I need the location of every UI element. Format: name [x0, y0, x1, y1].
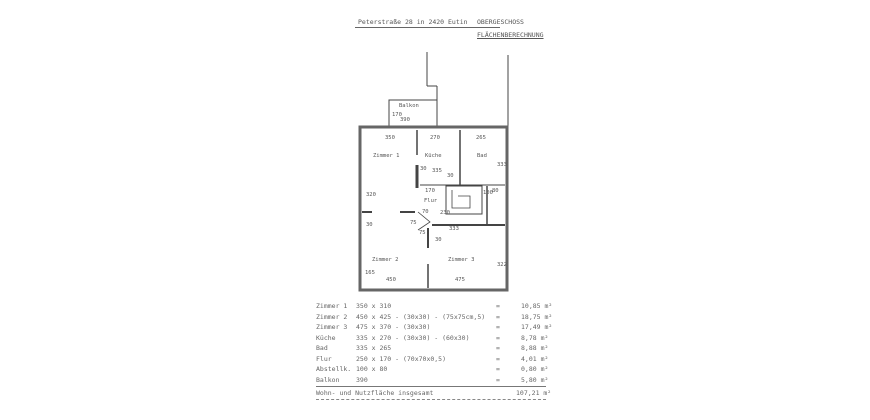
dim: 350 [385, 135, 395, 141]
table-row: Küche 335 x 270 - (30x30) - (60x30) = 8,78 … [316, 333, 549, 344]
row-calc: 250 x 170 - (70x70x0,5) [356, 354, 447, 363]
dim: 30 [420, 166, 427, 172]
row-name: Zimmer 1 [316, 302, 348, 310]
row-calc: 335 x 270 - (30x30) - (60x30) [356, 333, 470, 342]
dim: 30 [447, 173, 454, 179]
row-area: 10,85 m² [521, 302, 553, 310]
table-row: Zimmer 3 475 x 370 - (30x30) = 17,49 m² [316, 323, 552, 333]
row-name: Küche [316, 333, 336, 342]
row-calc: 475 x 370 - (30x30) [356, 323, 431, 331]
row-name: Flur [316, 354, 332, 363]
room-zimmer2: Zimmer 2 [372, 257, 399, 263]
total-label: Wohn- und Nutzfläche insgesamt [316, 389, 434, 397]
total-rule [316, 386, 546, 387]
table-row: Balkon 390 = 5,80 m² [316, 375, 549, 386]
row-calc: 335 x 265 [356, 344, 392, 352]
dim: 333 [449, 226, 459, 232]
row-calc: 450 x 425 - (30x30) - (75x75cm,5) [356, 312, 486, 321]
row-eq: = [496, 365, 500, 373]
row-name: Balkon [316, 375, 340, 384]
room-bad: Bad [477, 153, 487, 159]
row-area: 0,80 m² [521, 365, 549, 373]
row-area: 18,75 m² [521, 312, 553, 321]
row-name: Zimmer 2 [316, 312, 348, 321]
table-row: Flur 250 x 170 - (70x70x0,5) = 4,01 m² [316, 354, 549, 365]
row-calc: 350 x 310 [356, 302, 392, 310]
table-row: Abstellk. 100 x 80 = 0,80 m² [316, 365, 549, 375]
dim: 320 [366, 192, 376, 198]
dim: 75 [419, 230, 426, 236]
row-name: Bad [316, 344, 328, 352]
dim: 265 [476, 135, 486, 141]
row-eq: = [496, 344, 500, 352]
dim: 30 [366, 222, 373, 228]
dim: 165 [365, 270, 375, 276]
dim: 100 [483, 190, 493, 196]
room-flur: Flur [424, 198, 438, 204]
dim: 75 [410, 220, 417, 226]
dim: 335 [432, 168, 442, 174]
room-kueche: Küche [425, 153, 442, 159]
row-area: 17,49 m² [521, 323, 553, 331]
double-underline [316, 399, 546, 400]
table-row: Zimmer 2 450 x 425 - (30x30) - (75x75cm,5… [316, 312, 552, 323]
dim: 230 [440, 210, 450, 216]
row-eq: = [496, 375, 500, 384]
room-zimmer3: Zimmer 3 [448, 257, 475, 263]
row-area: 4,01 m² [521, 354, 549, 363]
total-value: 107,21 m² [516, 389, 552, 397]
row-eq: = [496, 333, 500, 342]
row-calc: 390 [356, 375, 368, 384]
total-row: Wohn- und Nutzfläche insgesamt 107,21 m² [316, 389, 551, 399]
row-area: 5,80 m² [521, 375, 549, 384]
dim: 170 [392, 112, 402, 118]
room-balkon: Balkon [399, 103, 419, 109]
row-eq: = [496, 312, 500, 321]
dim: 30 [435, 237, 442, 243]
subtitle: FLÄCHENBERECHNUNG [477, 31, 544, 39]
row-area: 8,78 m² [521, 333, 549, 342]
dim: 270 [430, 135, 440, 141]
row-area: 8,88 m² [521, 344, 549, 352]
row-calc: 100 x 80 [356, 365, 388, 373]
row-name: Zimmer 3 [316, 323, 348, 331]
dim: 80 [492, 188, 499, 194]
row-name: Abstellk. [316, 365, 352, 373]
address: Peterstraße 28 in 2420 Eutin [358, 18, 468, 26]
row-eq: = [496, 354, 500, 363]
room-zimmer1: Zimmer 1 [373, 153, 400, 159]
table-row: Bad 335 x 265 = 8,88 m² [316, 344, 549, 354]
floor-label: OBERGESCHOSS [477, 18, 524, 26]
row-eq: = [496, 323, 500, 331]
dim: 475 [455, 277, 465, 283]
dim: 322 [497, 262, 507, 268]
dim: 390 [400, 117, 410, 123]
dim: 333 [497, 162, 507, 168]
table-row: Zimmer 1 350 x 310 = 10,85 m² [316, 302, 552, 312]
header-rule [355, 27, 500, 28]
dim: 170 [425, 188, 435, 194]
dim: 450 [386, 277, 396, 283]
row-eq: = [496, 302, 500, 310]
dim: 70 [422, 209, 429, 215]
